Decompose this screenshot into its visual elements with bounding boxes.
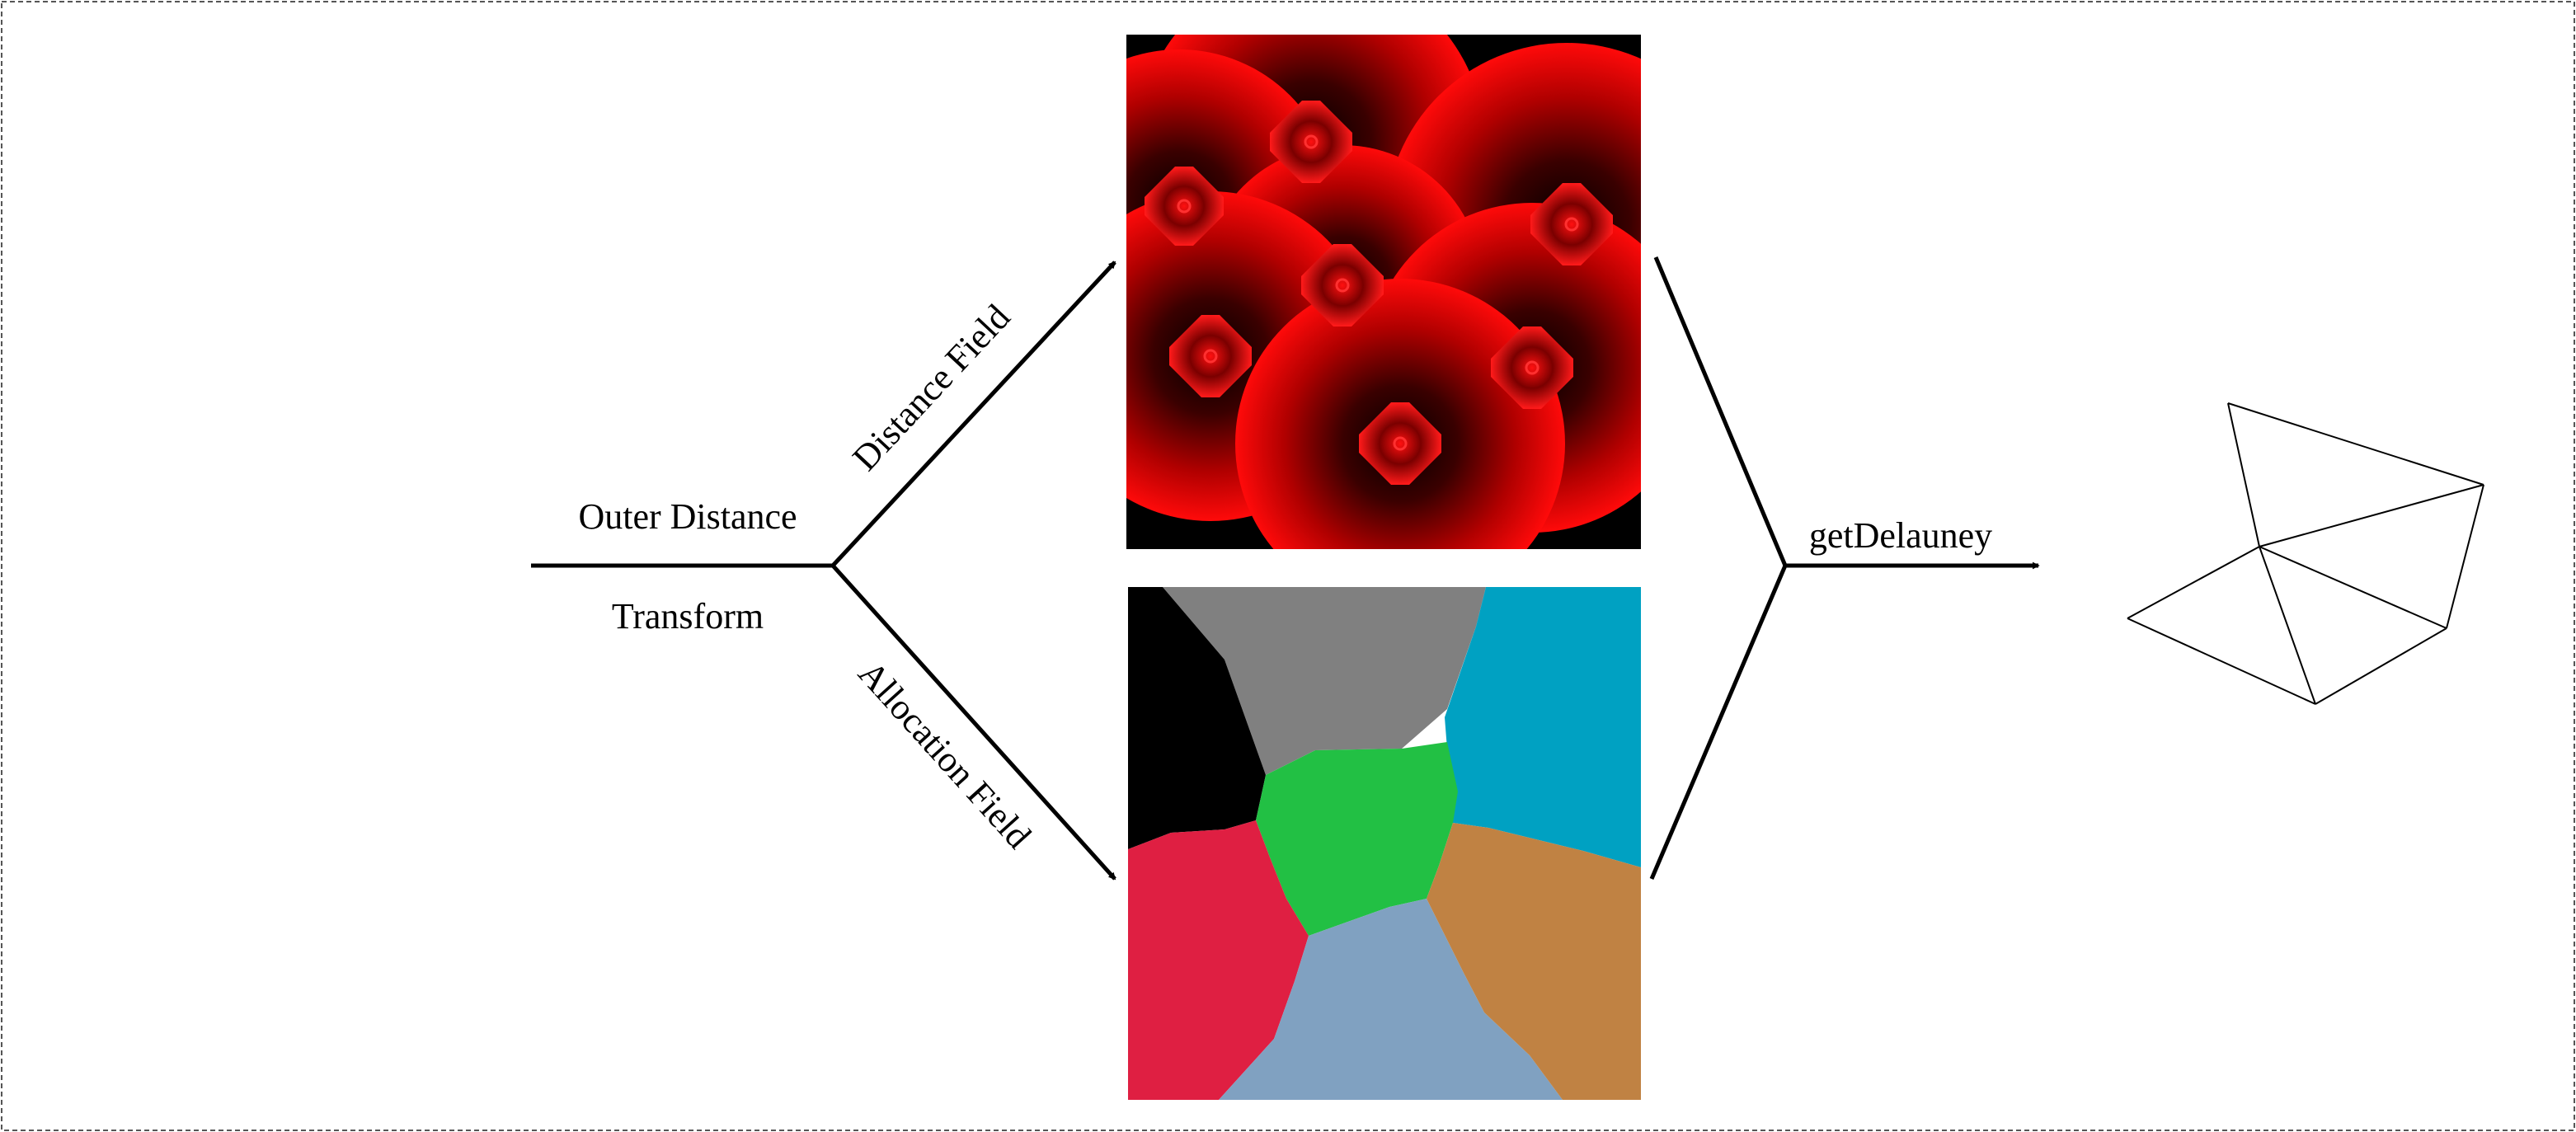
- distance-field-panel: [1126, 35, 1641, 549]
- seed-point: [1203, 349, 1218, 364]
- mesh-edge: [2315, 627, 2447, 705]
- seed-point: [1564, 217, 1579, 232]
- distance-field-arrow: [831, 261, 1116, 567]
- merge-line-top: [1653, 256, 1788, 566]
- allocation-field-panel: [1128, 587, 1641, 1100]
- get-delauney-label: getDelauney: [1809, 515, 1992, 556]
- seed-centers: [1177, 134, 1579, 451]
- mesh-edge: [2446, 484, 2484, 629]
- allocation-field-label: Allocation Field: [850, 653, 1039, 856]
- merge-line-bottom: [1649, 565, 1788, 880]
- mesh-edge: [2227, 402, 2260, 547]
- seed-markers: [1145, 101, 1613, 485]
- seed-point: [1177, 199, 1192, 214]
- merge-branch: getDelauney: [1649, 256, 2040, 880]
- mesh-edge: [2259, 484, 2484, 547]
- outer-distance-label: Outer Distance: [578, 496, 797, 537]
- region-copper: [1427, 823, 1641, 1100]
- region-black: [1128, 587, 1266, 849]
- octagon-icon: [1359, 402, 1441, 485]
- seed-point: [1304, 134, 1319, 149]
- region-steel-blue: [1219, 899, 1563, 1100]
- region-teal: [1445, 587, 1641, 867]
- mesh-edge: [2227, 402, 2484, 486]
- octagon-icon: [1145, 167, 1224, 246]
- octagon-icon: [1270, 101, 1352, 183]
- octagon-icon: [1301, 244, 1384, 326]
- input-branch: Outer Distance Transform Distance Field …: [531, 261, 1116, 881]
- seed-point: [1525, 360, 1539, 375]
- region-green: [1256, 742, 1458, 936]
- delaunay-mesh: [2127, 402, 2484, 705]
- distance-field-label: Distance Field: [844, 297, 1018, 478]
- octagon-icon: [1491, 326, 1573, 409]
- seed-point: [1335, 278, 1350, 293]
- seed-point: [1393, 436, 1408, 451]
- octagon-icon: [1169, 315, 1252, 397]
- mesh-edge: [2127, 618, 2316, 705]
- region-crimson: [1128, 820, 1309, 1100]
- transform-label: Transform: [612, 596, 764, 636]
- mesh-edge: [2259, 546, 2316, 705]
- octagon-icon: [1530, 183, 1613, 265]
- allocation-field-arrow: [831, 564, 1116, 881]
- mesh-edge: [2259, 546, 2447, 629]
- region-gray: [1163, 587, 1486, 775]
- mesh-edge: [2127, 546, 2260, 619]
